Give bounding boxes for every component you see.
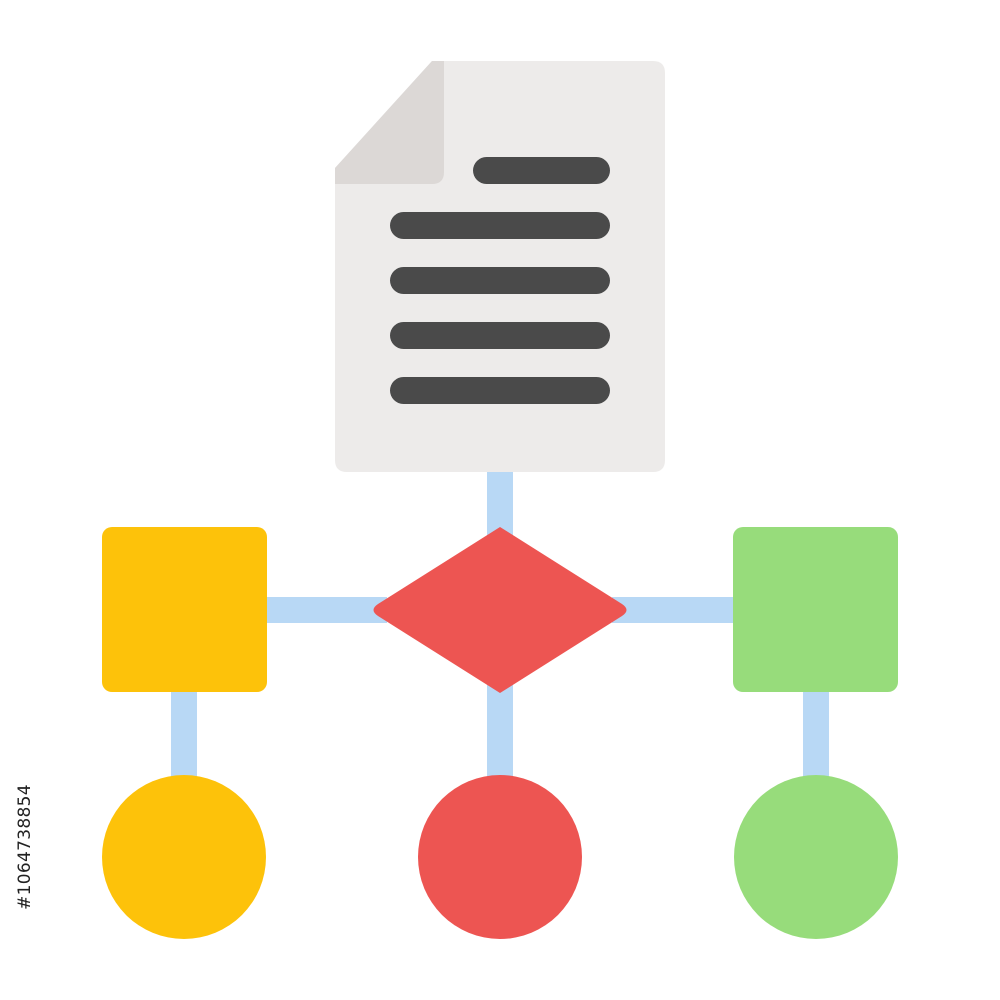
document-text-line <box>390 267 610 294</box>
center-output-circle <box>418 775 582 939</box>
document-icon <box>335 61 665 472</box>
left-output-circle <box>102 775 266 939</box>
connector-right-square-to-circle <box>803 688 829 783</box>
document-text-lines <box>390 157 610 404</box>
stock-id-label: #1064738854 <box>10 752 40 942</box>
connector-left-to-decision <box>262 597 387 623</box>
decision-diamond <box>373 527 627 693</box>
connector-lines <box>171 470 829 783</box>
right-process-square <box>733 527 898 692</box>
document-text-line <box>390 322 610 349</box>
connector-decision-to-right <box>612 597 737 623</box>
left-process-square <box>102 527 267 692</box>
document-folded-corner <box>335 61 444 184</box>
document-text-line <box>390 212 610 239</box>
connector-left-square-to-circle <box>171 688 197 783</box>
document-text-line <box>473 157 610 184</box>
stock-id-text: #1064738854 <box>15 784 35 910</box>
connector-decision-to-circle <box>487 685 513 783</box>
document-text-line <box>390 377 610 404</box>
right-output-circle <box>734 775 898 939</box>
